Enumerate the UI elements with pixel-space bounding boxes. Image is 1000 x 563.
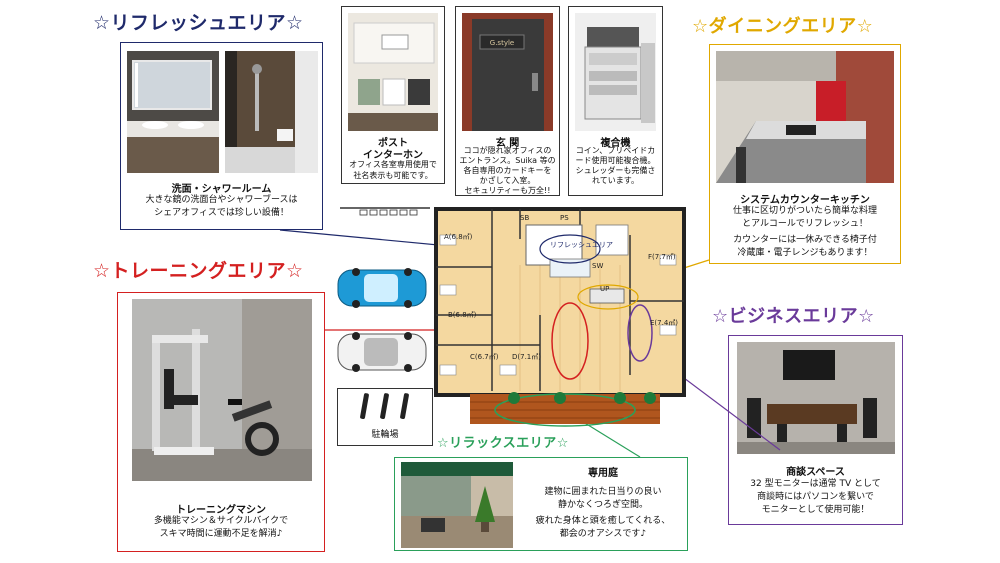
post-title-line-1: ポスト — [378, 138, 408, 149]
entrance-text-line-4: かざして入室。 — [479, 176, 536, 185]
business-caption-line-3: モニターとして使用可能！ — [761, 505, 870, 515]
meeting-photo — [737, 342, 895, 454]
business-panel: 商談スペース 32 型モニターは通常 TV として 商談時にはパソコンを繋いで … — [728, 335, 903, 525]
copier-text-line-4: れています。 — [592, 176, 639, 185]
business-heading: ☆ビジネスエリア☆ — [712, 306, 875, 327]
dining-caption-line-1: 仕事に区切りがついたら簡単な料理 — [732, 206, 877, 216]
dining-caption-line-2: とアルコールでリフレッシュ！ — [742, 219, 868, 229]
code-ps: PS — [560, 214, 569, 222]
copier-text-line-2: ード使用可能複合機。 — [575, 156, 656, 165]
refresh-heading: ☆リフレッシュエリア☆ — [93, 12, 304, 34]
relax-heading: ☆リラックスエリア☆ — [437, 436, 569, 451]
entrance-photo: G.style — [462, 13, 553, 131]
relax-caption-line-4: 都会のオアシスです♪ — [559, 529, 647, 539]
relax-panel: 専用庭 建物に囲まれた日当りの良い 静かなくつろぎ空間。 疲れた身体と頭を癒して… — [394, 457, 688, 551]
garden-photo — [401, 462, 513, 548]
room-f-label: F(7.7㎡) — [648, 253, 676, 261]
copier-title: 複合機 — [600, 138, 631, 149]
dining-heading: ☆ダイニングエリア☆ — [692, 16, 874, 37]
business-caption-line-1: 32 型モニターは通常 TV として — [750, 479, 881, 489]
washroom-photo — [127, 51, 219, 173]
refresh-caption-line-2: シェアオフィスでは珍しい設備！ — [154, 208, 289, 218]
entrance-text-line-1: ココが隠れ家オフィスの — [463, 146, 552, 155]
business-caption-title: 商談スペース — [786, 467, 845, 478]
copier-text-line-3: シュレッダーも完備さ — [575, 166, 656, 175]
entrance-sign: G.style — [490, 39, 514, 47]
room-b-label: B(6.8㎡) — [448, 311, 477, 319]
refresh-caption-line-1: 大きな鏡の洗面台やシャワーブースは — [145, 195, 298, 205]
relax-caption-line-1: 建物に囲まれた日当りの良い — [544, 487, 662, 497]
entrance-text-line-3: 各自専用のカードキーを — [463, 166, 552, 175]
training-photo — [132, 299, 312, 481]
room-d-label: D(7.1㎡) — [512, 353, 541, 361]
dining-caption-title: システムカウンターキッチン — [740, 195, 870, 206]
business-caption-line-2: 商談時にはパソコンを繋いで — [757, 492, 874, 502]
relax-caption-line-2: 静かなくつろぎ空間。 — [557, 500, 648, 510]
training-caption-line-2: スキマ時間に運動不足を解消♪ — [159, 529, 283, 539]
relax-caption-line-3: 疲れた身体と頭を癒してくれる、 — [535, 516, 671, 526]
refresh-caption-title: 洗面・シャワールーム — [171, 184, 272, 195]
bicycle-icon — [360, 393, 409, 420]
entrance-card: G.style 玄 関 ココが隠れ家オフィスの エントランス。Suika 等の … — [455, 6, 560, 196]
relax-caption-title: 専用庭 — [588, 468, 618, 479]
entrance-title: 玄 関 — [495, 138, 520, 149]
refresh-panel: 洗面・シャワールーム 大きな鏡の洗面台やシャワーブースは シェアオフィスでは珍し… — [120, 42, 323, 230]
training-caption-title: トレーニングマシン — [176, 505, 266, 516]
training-caption-line-1: 多機能マシン＆サイクルバイクで — [153, 516, 289, 526]
post-text-line-1: オフィス各室専用使用で — [349, 160, 437, 169]
post-photo — [348, 13, 438, 131]
code-sb: SB — [520, 214, 530, 222]
garden-deck — [470, 392, 660, 427]
floor-plan — [434, 207, 686, 397]
code-sw: SW — [592, 262, 604, 270]
post-card: ポスト インターホン オフィス各室専用使用で 社名表示も可能です。 — [341, 6, 445, 184]
post-text-line-2: 社名表示も可能です。 — [353, 171, 433, 180]
copier-text-line-1: コイン、プリペイドカ — [575, 146, 656, 155]
shower-photo — [225, 51, 318, 173]
kitchen-photo — [716, 51, 894, 183]
post-title-line-2: インターホン — [363, 150, 423, 161]
dining-caption-line-4: 冷蔵庫・電子レンジもあります！ — [737, 248, 873, 258]
room-a-label: A(6.8㎡) — [444, 233, 473, 241]
room-c-label: C(6.7㎡) — [470, 353, 499, 361]
car-white-icon — [337, 332, 427, 372]
training-heading: ☆トレーニングエリア☆ — [93, 260, 304, 282]
copier-card: 複合機 コイン、プリペイドカ ード使用可能複合機。 シュレッダーも完備さ れてい… — [568, 6, 663, 196]
mailbox-strip — [340, 207, 430, 216]
entrance-text-line-2: エントランス。Suika 等の — [459, 156, 556, 165]
car-blue-icon — [337, 268, 427, 308]
dining-panel: システムカウンターキッチン 仕事に区切りがついたら簡単な料理 とアルコールでリフ… — [709, 44, 901, 264]
bike-parking-label: 駐輪場 — [371, 430, 399, 440]
entrance-text-line-5: セキュリティーも万全!! — [464, 186, 551, 195]
code-up: UP — [600, 285, 610, 293]
copier-photo — [575, 13, 656, 131]
bike-parking: 駐輪場 — [337, 388, 433, 446]
training-panel: トレーニングマシン 多機能マシン＆サイクルバイクで スキマ時間に運動不足を解消♪ — [117, 292, 325, 552]
dining-caption-line-3: カウンターには一休みできる椅子付 — [733, 235, 877, 245]
room-e-label: E(7.4㎡) — [650, 319, 679, 327]
refresh-area-plan-label: リフレッシュエリア — [550, 241, 613, 249]
